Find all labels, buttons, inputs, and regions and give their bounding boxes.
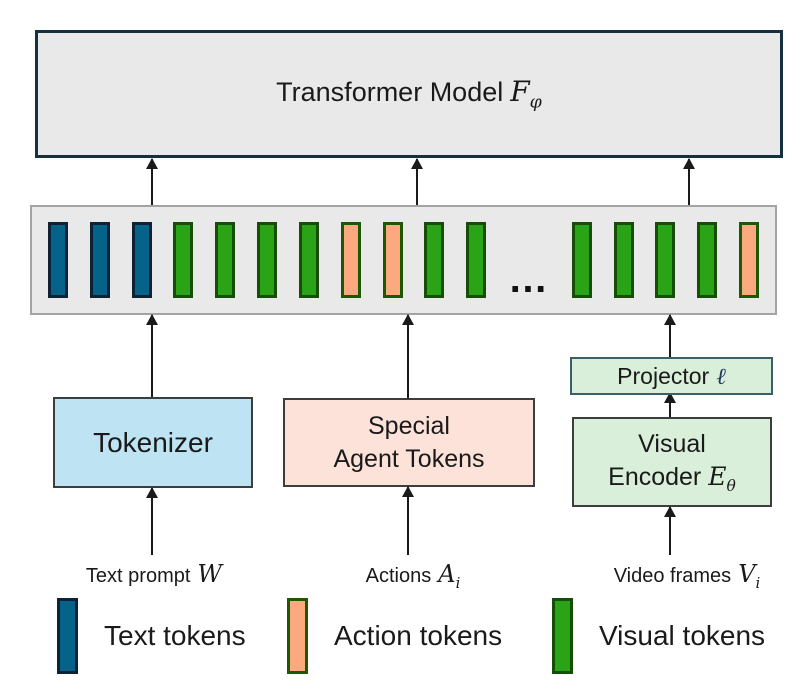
tokenizer-box: Tokenizer	[53, 397, 253, 488]
arrow-bar-to-transformer-left	[151, 159, 153, 205]
text-token	[131, 222, 152, 298]
v-i-symbol: Vi	[738, 560, 761, 592]
visual-token	[424, 222, 445, 298]
visual-token	[613, 222, 634, 298]
arrow-text-prompt-to-tokenizer	[151, 488, 153, 555]
legend-item-visual-tokens: Visual tokens	[552, 598, 765, 674]
arrow-tokenizer-to-bar	[151, 315, 153, 397]
visual-token	[466, 222, 487, 298]
visual-token	[655, 222, 676, 298]
special-agent-tokens-label: Special Agent Tokens	[333, 412, 485, 473]
visual-token	[298, 222, 319, 298]
special-agent-tokens-box: Special Agent Tokens	[283, 398, 535, 487]
arrow-projector-to-bar	[669, 315, 671, 357]
arrow-bar-to-transformer-right	[688, 159, 690, 205]
visual-token	[257, 222, 278, 298]
visual-token	[173, 222, 194, 298]
w-symbol: W	[197, 560, 223, 588]
visual-token	[215, 222, 236, 298]
e-theta-symbol: Eθ	[708, 461, 736, 495]
action-token	[340, 222, 361, 298]
text-token-swatch	[57, 598, 78, 674]
tokenizer-label: Tokenizer	[93, 426, 213, 458]
action-token-swatch	[287, 598, 308, 674]
text-token	[48, 222, 68, 298]
arrow-video-frames-to-encoder	[669, 507, 671, 555]
arrow-special-tokens-to-bar	[407, 315, 409, 398]
arrow-encoder-to-projector	[669, 393, 671, 417]
token-sequence: …	[32, 207, 775, 313]
action-token	[739, 222, 759, 298]
a-i-symbol: Ai	[438, 560, 461, 592]
arrow-actions-to-special-tokens	[407, 487, 409, 555]
script-l-symbol: ℓ	[716, 363, 726, 390]
legend-label-visual-tokens: Visual tokens	[599, 620, 766, 651]
token-sequence-bar: …	[30, 205, 777, 315]
legend-item-text-tokens: Text tokens	[57, 598, 246, 674]
legend-label-action-tokens: Action tokens	[334, 620, 503, 651]
action-token	[382, 222, 403, 298]
ellipsis: …	[507, 257, 550, 301]
legend-item-action-tokens: Action tokens	[287, 598, 502, 674]
visual-token	[571, 222, 592, 298]
f-phi-symbol: Fφ	[510, 75, 542, 113]
legend-label-text-tokens: Text tokens	[104, 620, 246, 651]
text-token	[89, 222, 110, 298]
visual-token-swatch	[552, 598, 573, 674]
arrow-bar-to-transformer-mid	[416, 159, 418, 205]
visual-token	[697, 222, 718, 298]
